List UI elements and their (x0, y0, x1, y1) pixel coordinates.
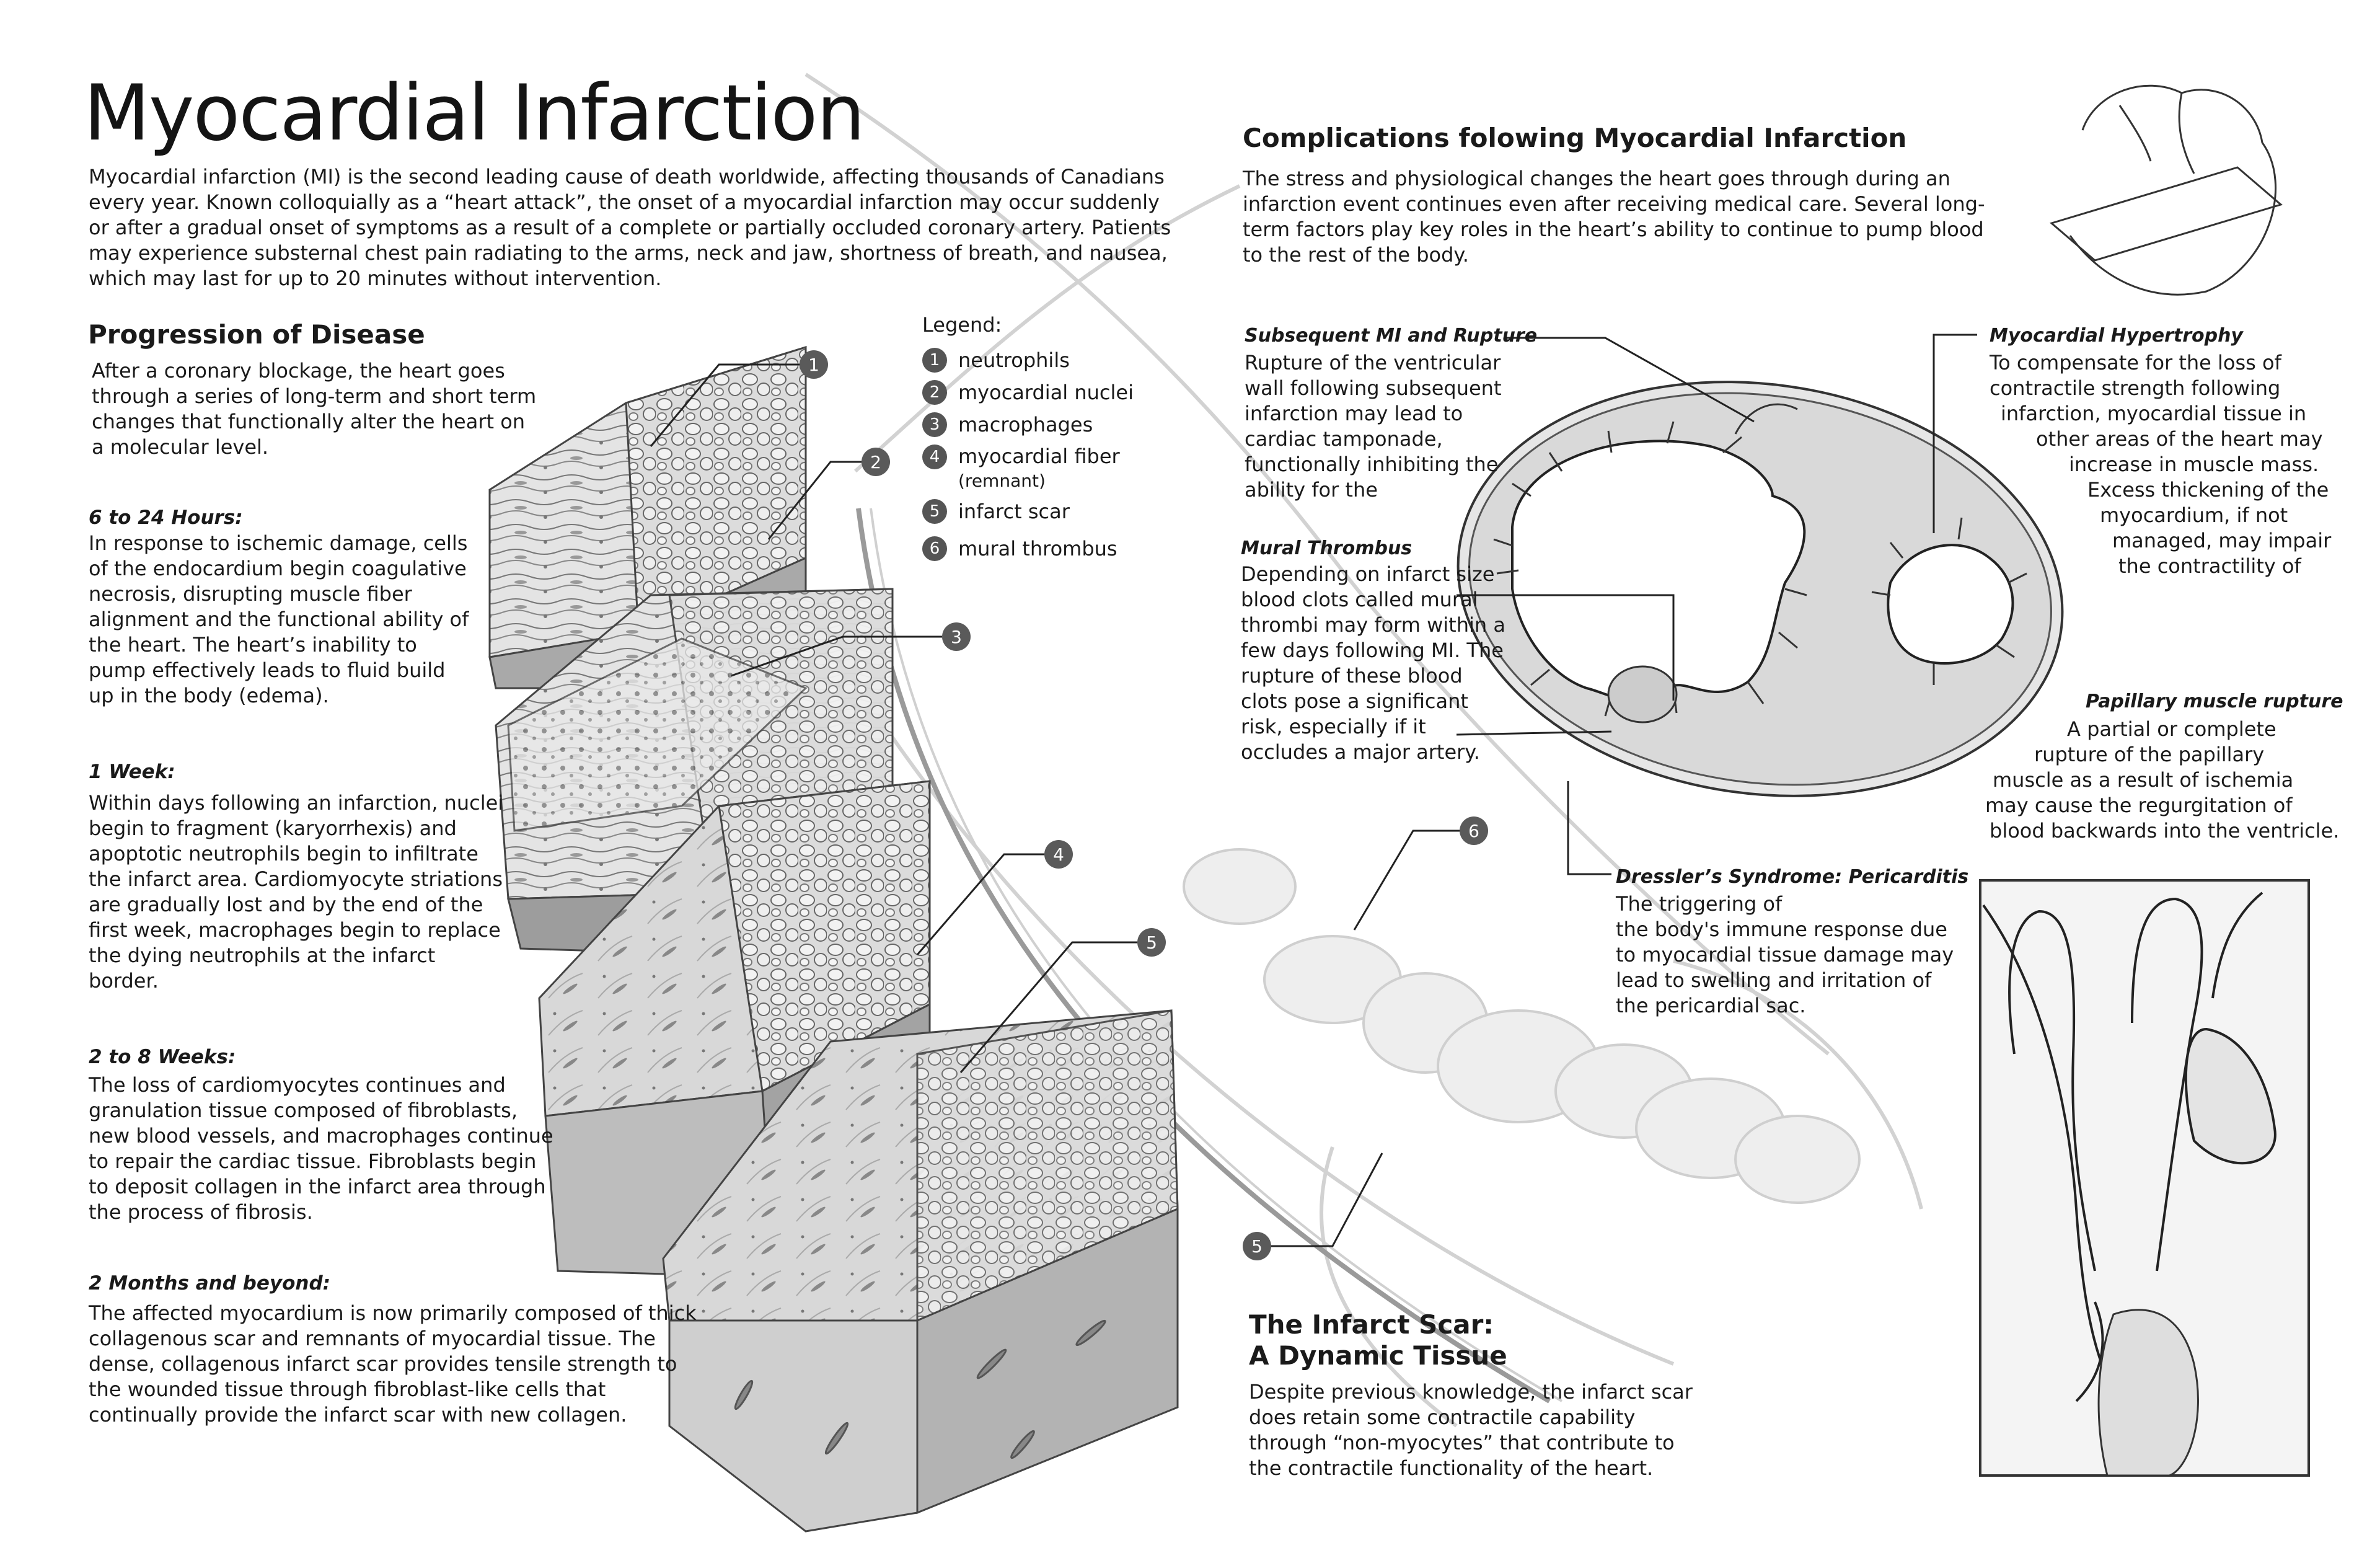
legend-sublabel: (remnant) (958, 471, 1046, 491)
badge-2: 2 (862, 448, 890, 476)
stage-title-1-week: 1 Week: (89, 761, 175, 783)
hypertrophy-line: Excess thickening of the (2087, 478, 2329, 502)
hypertrophy-title: Myocardial Hypertrophy (1990, 325, 2243, 347)
legend-number-badge: 5 (922, 499, 947, 524)
rupture-title: Subsequent MI and Rupture (1245, 325, 1538, 347)
stage-title-2-months: 2 Months and beyond: (89, 1272, 331, 1294)
legend-label: infarct scar (958, 500, 1070, 523)
badge-1: 1 (800, 350, 828, 379)
legend-item-myocardial-fiber: 4 myocardial fiber (remnant) (922, 445, 1134, 492)
dressler-line: The triggering of (1616, 892, 1783, 916)
hypertrophy-line: contractile strength following (1990, 376, 2281, 400)
badge-5: 5 (1137, 928, 1166, 957)
rupture-text: Rupture of the ventricular wall followin… (1245, 351, 1502, 502)
thrombus-title: Mural Thrombus (1241, 538, 1413, 559)
thrombus-text: Depending on infarct size blood clots ca… (1241, 562, 1505, 764)
hypertrophy-line: To compensate for the loss of (1990, 351, 2281, 374)
hypertrophy-line: increase in muscle mass. (2069, 453, 2319, 476)
legend-number-badge: 4 (922, 445, 947, 469)
dressler-text: The triggering of the body's immune resp… (1616, 892, 1954, 1019)
legend-label: myocardial fiber (958, 445, 1120, 468)
dressler-line: the body's immune response due (1616, 918, 1947, 941)
stage-text-2-months: The affected myocardium is now primarily… (89, 1301, 697, 1427)
legend-label: myocardial nuclei (958, 381, 1134, 404)
page-title: Myocardial Infarction (84, 69, 865, 158)
complications-heading: Complications folowing Myocardial Infarc… (1243, 123, 1907, 153)
scar-heading: The Infarct Scar: A Dynamic Tissue (1249, 1309, 1507, 1372)
legend-item-neutrophils: 1 neutrophils (922, 344, 1134, 376)
intro-paragraph: Myocardial infarction (MI) is the second… (89, 165, 1171, 290)
badge-3: 3 (942, 622, 971, 651)
hypertrophy-line: the contractility of (2118, 554, 2301, 578)
scar-text: Despite previous knowledge, the infarct … (1249, 1380, 1693, 1480)
legend-item-mural-thrombus: 6 mural thrombus (922, 533, 1134, 565)
stage-title-6-24h: 6 to 24 Hours: (89, 507, 243, 529)
stage-text-1-week: Within days following an infarction, nuc… (89, 791, 504, 993)
papillary-line: A partial or complete (2067, 717, 2276, 741)
legend-label: neutrophils (958, 348, 1070, 372)
legend-number-badge: 6 (922, 536, 947, 561)
legend-label: macrophages (958, 413, 1093, 436)
badge-5-scar: 5 (1243, 1232, 1271, 1260)
papillary-line: may cause the regurgitation of (1985, 794, 2293, 817)
dressler-line: the pericardial sac. (1616, 994, 1806, 1017)
legend-number-badge: 2 (922, 380, 947, 405)
legend-title: Legend: (922, 313, 1002, 337)
legend: Legend: 1 neutrophils 2 myocardial nucle… (922, 313, 1134, 565)
dressler-line: lead to swelling and irritation of (1616, 968, 1932, 992)
hypertrophy-text: To compensate for the loss of contractil… (1983, 350, 2331, 579)
papillary-line: rupture of the papillary (2034, 743, 2265, 766)
dressler-line: to myocardial tissue damage may (1616, 943, 1954, 967)
hypertrophy-line: infarction, myocardial tissue in (2001, 402, 2307, 425)
hypertrophy-line: other areas of the heart may (2036, 427, 2323, 451)
hypertrophy-line: managed, may impair (2112, 529, 2332, 552)
legend-item-macrophages: 3 macrophages (922, 409, 1134, 441)
stage-text-2-8-weeks: The loss of cardiomyocytes continues and… (89, 1073, 553, 1224)
scar-heading-line1: The Infarct Scar: (1249, 1309, 1494, 1340)
stage-title-2-8-weeks: 2 to 8 Weeks: (89, 1046, 236, 1068)
papillary-title: Papillary muscle rupture (2086, 691, 2343, 712)
complications-intro: The stress and physiological changes the… (1243, 167, 1985, 267)
badge-4: 4 (1044, 840, 1073, 869)
dressler-title: Dressler’s Syndrome: Pericarditis (1616, 866, 1969, 888)
hypertrophy-line: myocardium, if not (2100, 503, 2288, 527)
stage-text-6-24h: In response to ischemic damage, cells of… (89, 531, 469, 707)
scar-heading-line2: A Dynamic Tissue (1249, 1340, 1507, 1371)
legend-item-myocardial-nuclei: 2 myocardial nuclei (922, 376, 1134, 409)
papillary-line: blood backwards into the ventricle. (1990, 819, 2340, 843)
progression-intro: After a coronary blockage, the heart goe… (92, 359, 537, 459)
progression-heading: Progression of Disease (88, 319, 425, 350)
legend-number-badge: 3 (922, 412, 947, 437)
legend-item-infarct-scar: 5 infarct scar (922, 495, 1134, 528)
papillary-line: muscle as a result of ischemia (1993, 768, 2294, 792)
papillary-text: A partial or complete rupture of the pap… (1983, 717, 2339, 844)
legend-number-badge: 1 (922, 348, 947, 373)
legend-label: mural thrombus (958, 537, 1117, 560)
badge-6: 6 (1460, 816, 1488, 845)
